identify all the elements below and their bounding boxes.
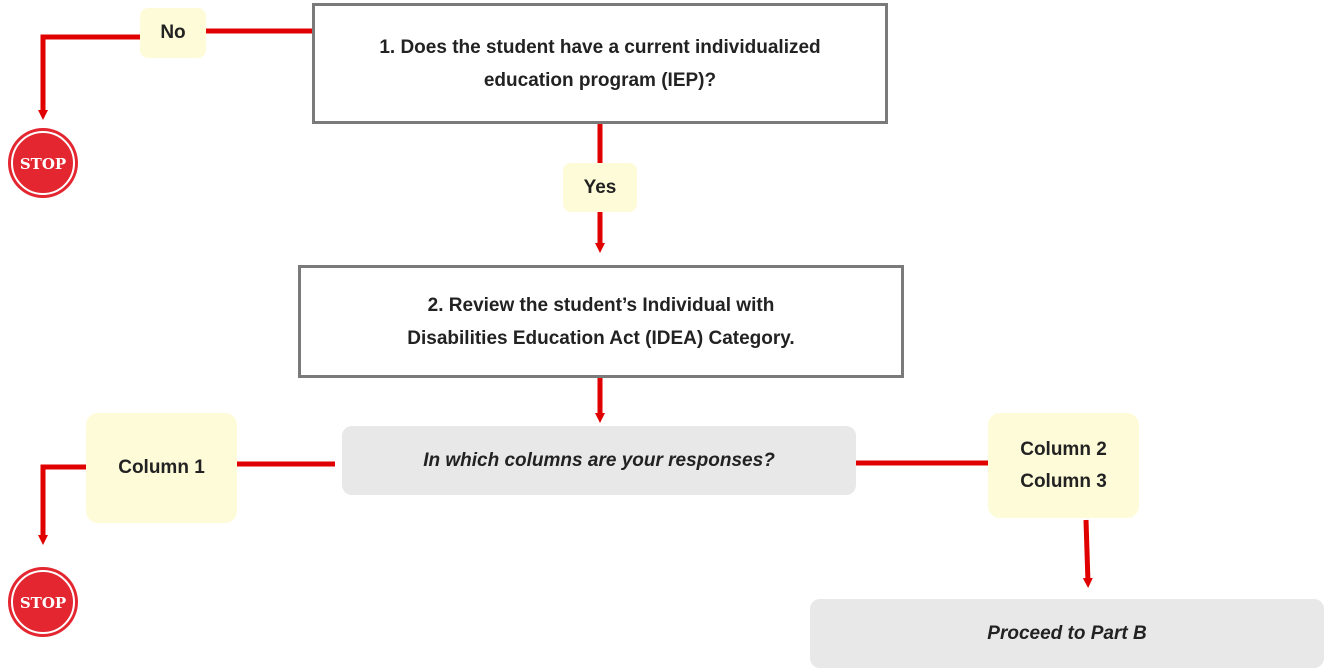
stop-sign-icon: STOP bbox=[8, 128, 78, 198]
connector-col1-stop2 bbox=[38, 464, 86, 545]
no-tag-label: No bbox=[160, 22, 186, 43]
connector-no-stop1 bbox=[38, 34, 140, 120]
stop-sign-icon: STOP bbox=[8, 567, 78, 637]
column-1-label: Column 1 bbox=[118, 457, 205, 478]
column-2-label: Column 2 bbox=[1020, 438, 1107, 460]
column-2-3-tag: Column 2 Column 3 bbox=[988, 413, 1139, 518]
stop-sign-text: STOP bbox=[20, 155, 66, 173]
yes-tag: Yes bbox=[563, 163, 637, 212]
column-3-label: Column 3 bbox=[1020, 470, 1107, 492]
column-question-box: In which columns are your responses? bbox=[342, 426, 856, 495]
column-question-text: In which columns are your responses? bbox=[423, 450, 775, 471]
yes-tag-label: Yes bbox=[583, 176, 617, 198]
question-2-box: 2. Review the student’s Individual with … bbox=[298, 265, 904, 378]
question-1-line2: education program (IEP)? bbox=[483, 69, 717, 91]
question-2-line2: Disabilities Education Act (IDEA) Catego… bbox=[407, 327, 795, 349]
column-1-tag: Column 1 bbox=[86, 413, 237, 523]
question-1-box: 1. Does the student have a current indiv… bbox=[312, 3, 888, 124]
no-tag: No bbox=[140, 8, 206, 58]
stop-sign-text: STOP bbox=[20, 594, 66, 612]
question-1-line1: 1. Does the student have a current indiv… bbox=[379, 36, 821, 58]
proceed-box: Proceed to Part B bbox=[810, 599, 1324, 668]
proceed-text: Proceed to Part B bbox=[987, 623, 1147, 644]
question-2-line1: 2. Review the student’s Individual with bbox=[427, 294, 775, 316]
connector-col23-proceed bbox=[1082, 519, 1093, 588]
